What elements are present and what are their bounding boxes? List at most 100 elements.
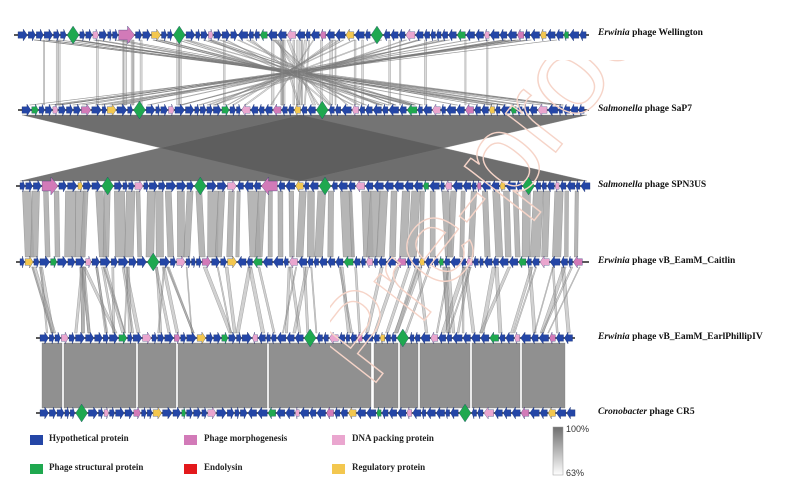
- hyp-gene-arrow: [57, 255, 68, 269]
- dna-gene-arrow: [514, 331, 520, 345]
- hyp-gene-arrow: [530, 28, 540, 42]
- hyp-gene-arrow: [122, 179, 128, 193]
- genome-track-1: [18, 100, 589, 120]
- genome-label-wellington: Erwinia phage Wellington: [598, 28, 703, 38]
- dna-gene-arrow: [483, 406, 494, 420]
- similarity-link: [419, 342, 471, 409]
- hyp-gene-arrow: [423, 28, 430, 42]
- hyp-gene-arrow: [569, 28, 580, 42]
- genome-track-2: [16, 176, 591, 196]
- similarity-link: [267, 190, 273, 258]
- hyp-gene-arrow: [70, 406, 75, 420]
- str-gene-arrow: [66, 25, 80, 45]
- hyp-gene-arrow: [166, 179, 177, 193]
- similarity-link: [216, 266, 232, 334]
- reg-gene-arrow: [489, 103, 495, 117]
- hyp-gene-arrow: [276, 406, 285, 420]
- similarity-link: [385, 266, 411, 334]
- similarity-link: [393, 266, 423, 334]
- similarity-link: [463, 266, 476, 334]
- hyp-gene-arrow: [381, 406, 389, 420]
- hyp-gene-arrow: [303, 179, 310, 193]
- hyp-gene-arrow: [307, 255, 314, 269]
- hyp-gene-arrow: [301, 103, 308, 117]
- similarity-link: [329, 39, 333, 106]
- hyp-gene-arrow: [452, 331, 463, 345]
- hyp-gene-arrow: [547, 179, 555, 193]
- hyp-gene-arrow: [286, 331, 295, 345]
- hyp-gene-arrow: [118, 255, 129, 269]
- hyp-gene-arrow: [480, 331, 490, 345]
- hyp-gene-arrow: [564, 331, 573, 345]
- hyp-gene-arrow: [111, 255, 118, 269]
- hyp-gene-arrow: [227, 406, 235, 420]
- similarity-link: [338, 266, 353, 334]
- hyp-gene-arrow: [546, 28, 556, 42]
- hyp-gene-arrow: [194, 103, 200, 117]
- reg-gene-arrow: [295, 179, 304, 193]
- str-gene-arrow: [101, 176, 114, 196]
- hyp-gene-arrow: [335, 255, 344, 269]
- hyp-gene-arrow: [107, 28, 112, 42]
- dna-gene-arrow: [366, 255, 373, 269]
- hyp-gene-arrow: [450, 406, 459, 420]
- hyp-gene-arrow: [185, 28, 196, 42]
- similarity-link: [53, 190, 61, 258]
- str-gene-arrow: [221, 331, 229, 345]
- hyp-gene-arrow: [373, 331, 380, 345]
- hyp-gene-arrow: [489, 28, 500, 42]
- hyp-gene-arrow: [162, 406, 173, 420]
- similarity-link: [429, 190, 436, 258]
- similarity-link: [486, 39, 489, 106]
- hyp-gene-arrow: [67, 179, 78, 193]
- hyp-gene-arrow: [17, 28, 28, 42]
- similarity-link: [365, 266, 384, 334]
- similarity-link: [268, 342, 372, 409]
- similarity-link: [56, 39, 59, 106]
- hyp-gene-arrow: [124, 406, 134, 420]
- hyp-gene-arrow: [397, 406, 407, 420]
- hyp-gene-arrow: [172, 406, 182, 420]
- hyp-gene-arrow: [479, 255, 484, 269]
- hyp-gene-arrow: [91, 255, 100, 269]
- similarity-link: [459, 190, 466, 258]
- hyp-gene-arrow: [378, 255, 387, 269]
- similarity-link: [247, 266, 266, 334]
- hyp-gene-arrow: [327, 255, 336, 269]
- hyp-gene-arrow: [305, 28, 311, 42]
- hyp-gene-arrow: [296, 28, 305, 42]
- hyp-gene-arrow: [244, 179, 254, 193]
- similarity-link: [471, 342, 521, 409]
- hyp-gene-arrow: [127, 103, 133, 117]
- hyp-gene-arrow: [340, 406, 348, 420]
- str-gene-arrow: [370, 25, 384, 45]
- hyp-gene-arrow: [475, 28, 484, 42]
- similarity-link: [257, 266, 276, 334]
- similarity-link: [513, 266, 537, 334]
- similarity-link: [183, 190, 194, 258]
- hyp-gene-arrow: [391, 331, 397, 345]
- hyp-gene-arrow: [331, 179, 338, 193]
- morph-gene-arrow: [272, 103, 282, 117]
- similarity-link: [39, 266, 48, 334]
- hyp-gene-arrow: [236, 103, 241, 117]
- hyp-gene-arrow: [273, 255, 284, 269]
- hyp-gene-arrow: [73, 103, 81, 117]
- hyp-gene-arrow: [471, 406, 477, 420]
- reg-gene-arrow: [294, 103, 301, 117]
- hyp-gene-arrow: [19, 179, 26, 193]
- hyp-gene-arrow: [382, 103, 389, 117]
- hyp-gene-arrow: [477, 406, 484, 420]
- similarity-link: [137, 342, 177, 409]
- hyp-gene-arrow: [409, 331, 415, 345]
- genome-label-cr5: Cronobacter phage CR5: [598, 407, 695, 417]
- hyp-gene-arrow: [337, 179, 348, 193]
- identity-scale-max: 100%: [566, 424, 590, 434]
- similarity-link: [114, 190, 126, 258]
- hyp-gene-arrow: [436, 28, 442, 42]
- hyp-gene-arrow: [549, 255, 561, 269]
- hyp-gene-arrow: [213, 28, 222, 42]
- hyp-gene-arrow: [430, 28, 436, 42]
- hyp-gene-arrow: [413, 179, 423, 193]
- similarity-link: [373, 266, 400, 334]
